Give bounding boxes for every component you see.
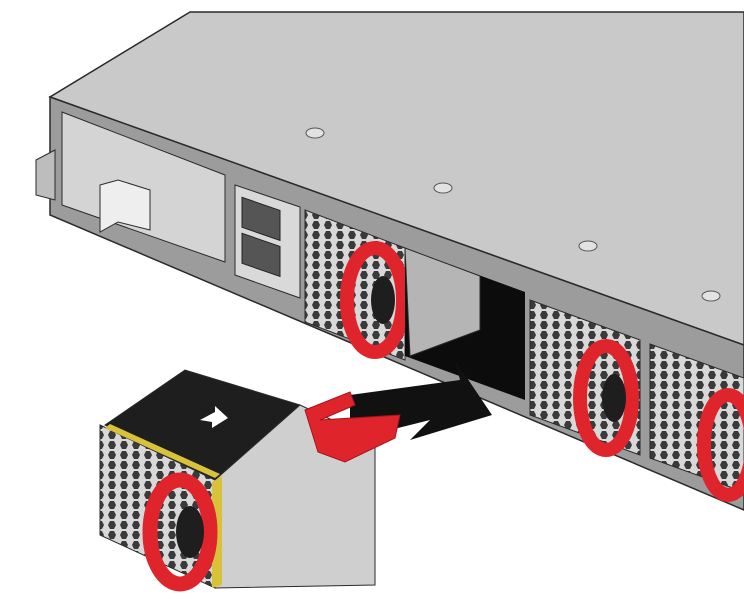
chassis-screw (701, 290, 721, 302)
fan-release-latch (304, 391, 401, 463)
rack-ear (35, 149, 56, 201)
rj45-port (241, 196, 281, 242)
power-supply-handle (99, 179, 151, 233)
fan-handle-ring (573, 339, 639, 457)
fan-module-installed (649, 343, 744, 493)
rj45-port (241, 232, 281, 278)
power-supply-panel (61, 111, 226, 263)
chassis-screw (578, 240, 598, 252)
fan-hub (602, 374, 626, 422)
fan-accent-stripe (105, 424, 220, 478)
fan-hub (371, 276, 395, 324)
chassis-top-surface (48, 11, 744, 346)
fan-handle-ring (142, 472, 218, 592)
fan-handle-ring (697, 388, 744, 502)
chassis-screw (433, 182, 453, 194)
airflow-arrow-icon (200, 406, 228, 428)
slot-side-wall (404, 247, 481, 357)
fan-hub (176, 506, 204, 558)
chassis-screw (305, 127, 325, 139)
fan-handle-ring (340, 241, 410, 359)
